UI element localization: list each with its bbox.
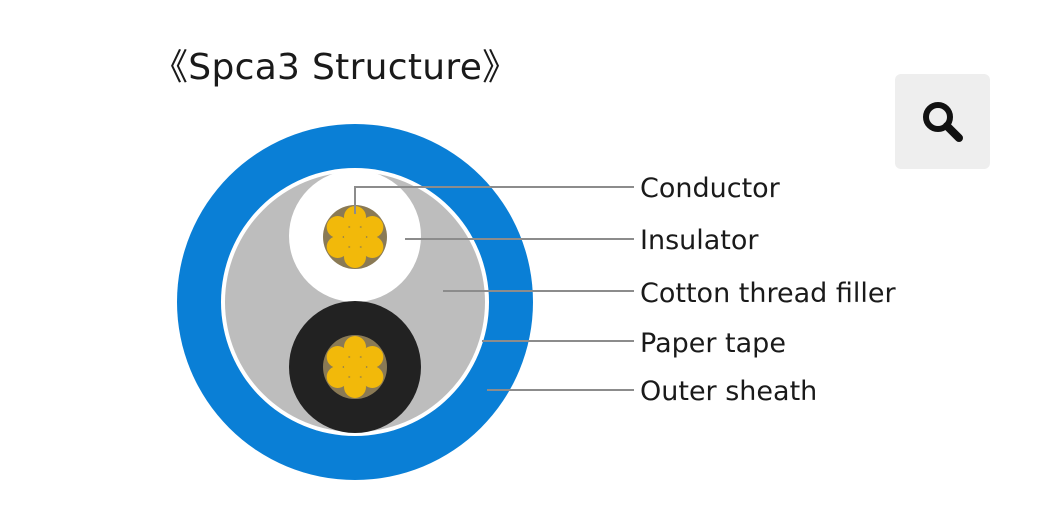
conductor-bottom-strand <box>361 346 384 368</box>
search-icon <box>922 101 963 142</box>
conductor-top-strand <box>326 236 349 258</box>
conductor-bottom-strand <box>344 336 366 358</box>
conductor-bottom-strand <box>344 356 366 378</box>
conductor-bottom-strand <box>326 346 349 368</box>
zoom-button[interactable] <box>895 74 990 169</box>
conductor-bottom <box>323 335 387 399</box>
label-insulator: Insulator <box>640 225 759 256</box>
label-conductor: Conductor <box>640 173 781 204</box>
conductor-top-strand <box>344 226 366 248</box>
conductor-bottom-strand <box>344 376 366 398</box>
conductor-bottom-strand <box>361 366 384 388</box>
conductor-top-strand <box>361 216 384 238</box>
leader-lines <box>354 186 634 391</box>
leader-conductor <box>354 186 634 214</box>
conductor-top <box>323 205 387 269</box>
conductor-top-strand <box>326 216 349 238</box>
conductor-top-strand <box>361 236 384 258</box>
label-paper-tape: Paper tape <box>640 328 786 359</box>
conductor-top-strand <box>344 246 366 268</box>
label-cotton-filler: Cotton thread filler <box>640 278 896 309</box>
conductor-top-strand <box>344 206 366 228</box>
diagram-title: 《Spca3 Structure》 <box>152 47 519 88</box>
label-outer-sheath: Outer sheath <box>640 376 817 407</box>
conductor-bottom-strand <box>326 366 349 388</box>
